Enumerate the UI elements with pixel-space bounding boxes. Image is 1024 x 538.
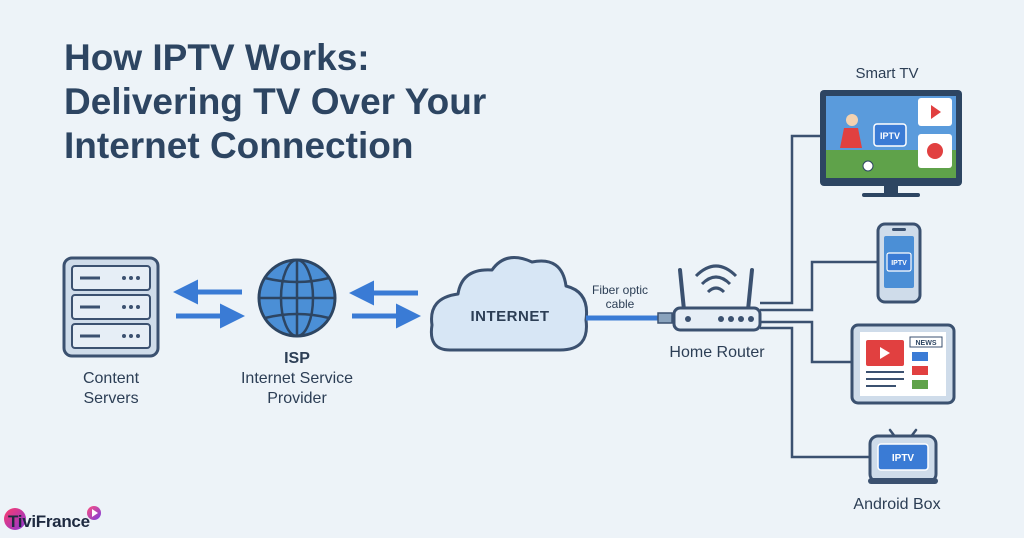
content-servers-label-line-2: Servers bbox=[83, 390, 139, 407]
internet-cloud-icon bbox=[429, 256, 589, 352]
brand-logo: TiviFrance bbox=[4, 506, 124, 534]
smart-tv-icon bbox=[820, 90, 962, 197]
play-icon bbox=[87, 506, 101, 520]
title-line-3: Internet Connection bbox=[64, 125, 414, 166]
brand-name: TiviFrance bbox=[8, 512, 90, 531]
isp-abbreviation: ISP bbox=[284, 350, 310, 367]
isp-internet-arrows bbox=[349, 280, 421, 329]
smartphone-icon bbox=[876, 222, 922, 304]
isp-label-line-3: Provider bbox=[267, 390, 327, 407]
smart-tv-label: Smart TV bbox=[855, 65, 919, 82]
isp-label: ISP Internet Service Provider bbox=[212, 349, 382, 409]
fiber-label-line-2: cable bbox=[605, 297, 635, 311]
home-router-label: Home Router bbox=[669, 344, 765, 361]
android-box-label: Android Box bbox=[853, 496, 941, 513]
title-line-2: Delivering TV Over Your bbox=[64, 81, 487, 122]
device-connections bbox=[760, 134, 878, 459]
fiber-optic-cable bbox=[586, 312, 673, 324]
smart-tv-badge: IPTV bbox=[880, 131, 900, 141]
page-title: How IPTV Works: Delivering TV Over Your … bbox=[64, 36, 584, 168]
content-servers-label-line-1: Content bbox=[82, 370, 140, 387]
servers-isp-arrows bbox=[173, 279, 245, 329]
globe-icon bbox=[257, 258, 337, 338]
router-icon bbox=[672, 264, 762, 332]
internet-label: INTERNET bbox=[470, 308, 550, 325]
tablet-badge: NEWS bbox=[916, 340, 937, 347]
title-line-1: How IPTV Works: bbox=[64, 37, 370, 78]
fiber-label-line-1: Fiber optic bbox=[591, 283, 649, 297]
content-servers-label: Content Servers bbox=[50, 369, 172, 409]
android-box-badge: IPTV bbox=[892, 453, 915, 464]
brand-mark-icon bbox=[4, 508, 26, 530]
fiber-optic-label: Fiber optic cable bbox=[582, 283, 658, 311]
android-box-icon bbox=[868, 428, 938, 484]
tablet-news-icon bbox=[850, 323, 956, 405]
server-rack-icon bbox=[62, 256, 160, 358]
isp-label-line-2: Internet Service bbox=[240, 370, 354, 387]
phone-badge: IPTV bbox=[891, 260, 907, 267]
